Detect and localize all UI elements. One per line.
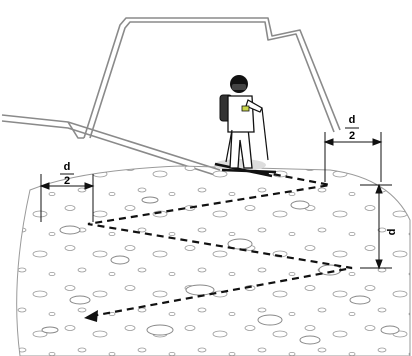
rubble-ground	[16, 165, 411, 356]
spacing-label: d	[386, 229, 398, 236]
terrain-frame	[1, 17, 341, 177]
arrowhead-icon	[84, 310, 98, 322]
survey-path	[87, 170, 353, 318]
gps-receiver-icon	[241, 105, 250, 112]
skier-icon	[214, 75, 277, 178]
rubble-rocks	[41, 196, 400, 345]
left-half-dimension	[39, 173, 95, 222]
right-half-denominator: 2	[349, 130, 355, 142]
right-half-dimension	[323, 127, 383, 182]
spacing-dimension	[360, 183, 392, 270]
left-half-numerator: d	[64, 161, 71, 173]
ski-pole-icon	[261, 107, 269, 161]
right-half-numerator: d	[349, 114, 356, 126]
left-half-denominator: 2	[64, 175, 70, 187]
